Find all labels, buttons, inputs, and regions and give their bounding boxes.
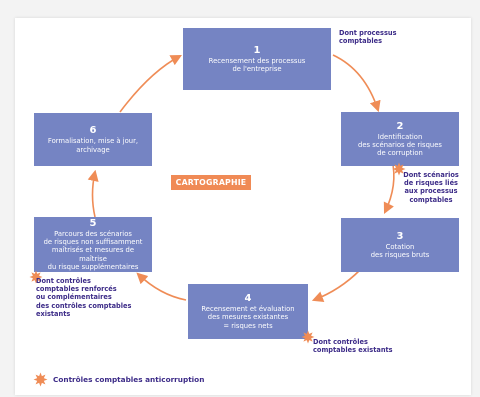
step-3-text: Cotation des risques bruts	[370, 242, 430, 259]
step-1-number: 1	[253, 44, 261, 56]
step-1-text: Recensement des processus de l'entrepris…	[208, 56, 306, 73]
step-5-box: 5 Parcours des scénarios de risques non …	[34, 217, 152, 272]
note-step-1: Dont processus comptables	[339, 29, 397, 46]
note-step-5: Dont contrôles comptables renforcés ou c…	[36, 277, 132, 318]
legend-starburst-icon	[33, 372, 48, 387]
note-step-4: Dont contrôles comptables existants	[313, 338, 393, 355]
step-3-box: 3 Cotation des risques bruts	[341, 218, 459, 272]
arrow-6-to-1	[119, 54, 182, 113]
step-6-box: 6 Formalisation, mise à jour, archivage	[34, 113, 152, 166]
step-4-text: Recensement et évaluation des mesures ex…	[201, 305, 295, 330]
step-1-box: 1 Recensement des processus de l'entrepr…	[183, 28, 331, 90]
legend-label: Contrôles comptables anticorruption	[53, 375, 205, 384]
step-6-text: Formalisation, mise à jour, archivage	[47, 137, 139, 154]
step-6-number: 6	[89, 125, 97, 137]
starburst-icon	[29, 270, 43, 284]
step-4-number: 4	[244, 293, 252, 305]
step-5-number: 5	[89, 217, 97, 229]
step-2-box: 2 Identification des scénarios de risque…	[341, 112, 459, 166]
arrow-1-to-2	[332, 54, 381, 113]
step-5-text: Parcours des scénarios de risques non su…	[43, 229, 143, 271]
step-4-box: 4 Recensement et évaluation des mesures …	[188, 284, 308, 339]
arrow-5-to-6	[87, 169, 99, 218]
step-2-number: 2	[396, 120, 404, 132]
note-step-2: Dont scénarios de risques liés aux proce…	[403, 171, 459, 204]
starburst-icon	[392, 162, 406, 176]
step-3-number: 3	[396, 230, 404, 242]
starburst-icon	[301, 330, 315, 344]
arrow-3-to-4	[311, 269, 361, 303]
center-label: CARTOGRAPHIE	[171, 175, 251, 190]
arrow-4-to-5	[136, 272, 187, 301]
step-2-text: Identification des scénarios de risques …	[358, 132, 442, 158]
